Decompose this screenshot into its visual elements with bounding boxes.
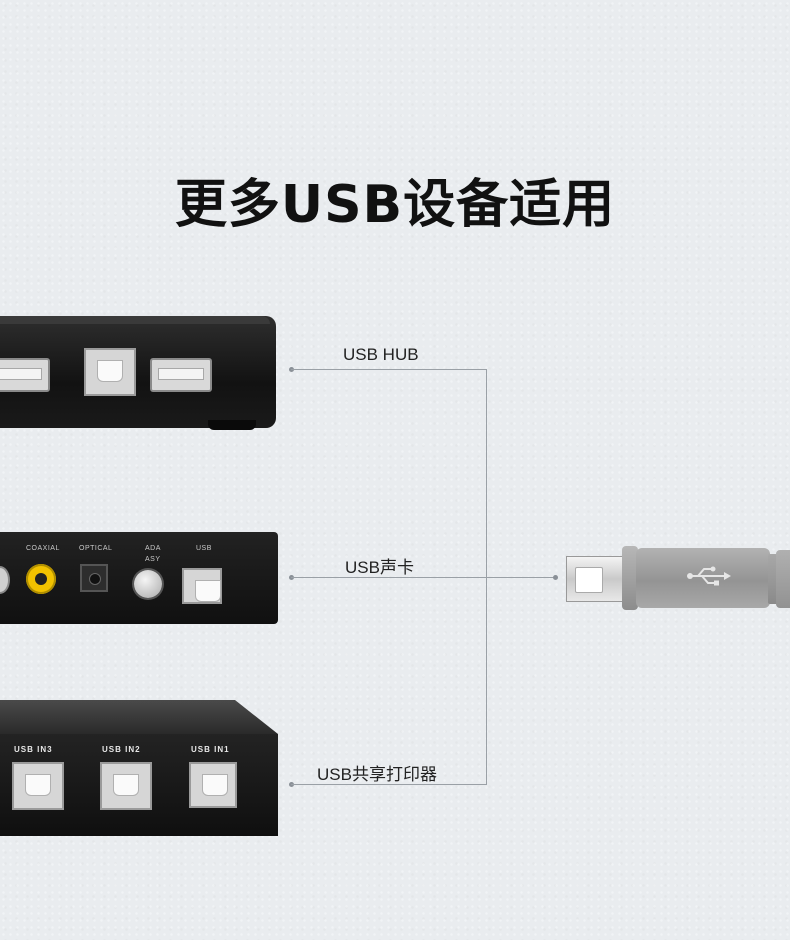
usb-in1-label: USB IN1 — [191, 745, 230, 754]
usb-b-connector — [566, 544, 790, 612]
hub-foot — [208, 420, 256, 430]
optical-port — [80, 564, 108, 592]
usb-in3-port — [12, 762, 64, 810]
usb-printer-share-label: USB共享打印器 — [317, 765, 437, 784]
sound-card-connector-line — [291, 577, 556, 578]
usb-in2-port — [100, 762, 152, 810]
usb-hub-device — [0, 316, 276, 430]
usb-port-label: USB — [196, 545, 212, 552]
usb-sound-card-device: COAXIAL OPTICAL ADA ASY USB — [0, 532, 278, 624]
printer-share-top — [0, 700, 278, 734]
usb-in3-label: USB IN3 — [14, 745, 53, 754]
connector-tail — [776, 550, 790, 608]
ada-label: ADA — [145, 545, 161, 552]
printer-connector-line — [291, 784, 487, 785]
connector-metal-plug — [566, 556, 626, 602]
connector-line-dot — [553, 575, 558, 580]
usb-in2-label: USB IN2 — [102, 745, 141, 754]
ada-asy-button — [134, 570, 162, 598]
hub-connector-line — [291, 369, 487, 370]
hub-top-edge — [0, 316, 270, 324]
sound-card-usb-b-port — [182, 568, 222, 604]
usb-hub-label: USB HUB — [343, 345, 419, 364]
hub-usb-a-port-left — [0, 358, 50, 392]
asy-label: ASY — [145, 556, 161, 563]
usb-symbol-icon — [686, 564, 732, 588]
coaxial-port-label: COAXIAL — [26, 545, 60, 552]
page-title: 更多USB设备适用 — [174, 175, 616, 235]
coaxial-jack — [26, 564, 56, 594]
usb-printer-share-device: USB IN3 USB IN2 USB IN1 — [0, 734, 278, 836]
partial-jack — [0, 566, 10, 594]
vertical-connector-line — [486, 369, 487, 785]
usb-in1-port — [189, 762, 237, 808]
usb-sound-card-label: USB声卡 — [345, 558, 414, 577]
connector-collar — [622, 546, 638, 610]
optical-port-label: OPTICAL — [79, 545, 113, 552]
hub-usb-a-port-right — [150, 358, 212, 392]
hub-usb-b-port — [84, 348, 136, 396]
